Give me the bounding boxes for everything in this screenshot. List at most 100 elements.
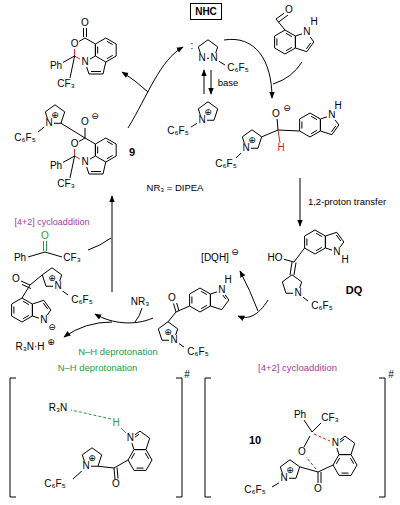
transition-state-panel: N–H deprotonation: [5, 360, 190, 500]
atom-label: N: [293, 288, 302, 298]
reaction-arrows: [128, 47, 183, 128]
compound-number: DQ: [345, 285, 364, 296]
structure-bonds: [168, 284, 226, 347]
reaction-arrows: [224, 39, 272, 98]
reaction-arrows: [122, 72, 148, 92]
atom-label: HO: [267, 253, 284, 263]
atom-label: C₆F₅: [214, 159, 237, 169]
atom-label: H: [223, 275, 232, 285]
node-label: NHC: [195, 6, 217, 17]
atom-label: N: [279, 473, 288, 483]
atom-label: H: [309, 17, 318, 27]
atom-label: C₆F₅: [243, 485, 266, 495]
atom-label: N: [80, 57, 89, 67]
atom-label: Ph: [49, 161, 63, 171]
annotation: base: [217, 78, 240, 88]
atom-label: O: [80, 117, 90, 127]
atom-label: C₆F₅: [43, 479, 66, 489]
atom-label: O: [11, 274, 21, 284]
atom-label: C₆F₅: [13, 133, 36, 143]
atom-label: C₆F₅: [186, 347, 209, 357]
atom-label: CF₃: [320, 413, 339, 423]
transition-state-drawings: [10, 378, 182, 497]
transition-state-drawings: [10, 378, 385, 497]
node-label: N–H deprotonation: [5, 360, 190, 373]
atom-label: Ph: [13, 253, 27, 263]
atom-label: N: [169, 335, 178, 345]
atom-label: CF₃: [62, 253, 81, 263]
reaction-arrows: [135, 308, 142, 322]
transition-state-drawings: [73, 460, 128, 479]
structure-bonds: [21, 275, 68, 298]
atom-label: C₆F₅: [310, 301, 333, 311]
atom-label: C₆F₅: [166, 126, 189, 136]
reaction-arrows: [64, 39, 302, 337]
atom-label: N: [44, 118, 53, 128]
transition-state-drawings: [71, 410, 111, 419]
atom-label: N: [126, 433, 135, 443]
atom-label: N: [80, 157, 89, 167]
atom-label: CF₃: [56, 79, 75, 89]
reaction-arrows: [211, 70, 212, 94]
structure-bonds: [12, 11, 344, 347]
structure-bonds: [75, 38, 117, 74]
reaction-arrows: [64, 322, 112, 337]
reaction-arrows: [273, 62, 302, 84]
charge-sign: ⊕: [46, 338, 56, 347]
atom-label: N: [197, 115, 206, 125]
atom-label: [DQH]: [200, 253, 230, 263]
atom-label: H: [111, 418, 120, 428]
atom-label: O: [167, 293, 177, 303]
charge-sign: ⊖: [90, 112, 100, 121]
structure-bonds: [75, 138, 117, 174]
atom-label: N: [327, 110, 336, 120]
atom-label: N: [81, 461, 90, 471]
structure-bonds: [44, 241, 47, 251]
reaction-arrows: [240, 271, 258, 311]
step-label: N–H deprotonation: [77, 347, 159, 357]
atom-label: R₃N: [48, 403, 69, 413]
atom-label: :: [190, 41, 195, 51]
atom-label: R₃N·H: [14, 342, 45, 352]
atom-label: #: [183, 370, 191, 380]
compound-number: 9: [128, 147, 136, 158]
atom-label: O: [70, 39, 80, 49]
structure-bonds: [278, 130, 280, 143]
structure-bonds: [62, 28, 87, 78]
reaction-arrows: [204, 70, 205, 94]
atom-label: N: [217, 285, 226, 295]
annotation: 1,2-proton transfer: [307, 197, 387, 207]
transition-state-drawings: [205, 378, 385, 497]
reaction-arrows: [300, 178, 301, 226]
atom-label: N: [209, 53, 218, 63]
atom-label: N: [241, 143, 250, 153]
atom-label: O: [80, 18, 90, 28]
charge-sign: ⊖: [47, 323, 57, 332]
atom-label: O: [297, 447, 307, 457]
node-label: [4+2] cycloaddition: [200, 360, 395, 373]
annotation: NR₃ = DIPEA: [146, 183, 205, 193]
structure-bonds: [38, 123, 85, 178]
atom-label: O: [111, 479, 121, 489]
atom-label: O: [313, 484, 323, 494]
atom-label: NR₃: [130, 297, 151, 307]
atom-label: C₆F₅: [226, 63, 249, 73]
atom-label: Ph: [49, 61, 63, 71]
reaction-arrows: [88, 238, 111, 250]
atom-label: N: [302, 27, 311, 37]
atom-label: N: [197, 53, 206, 63]
atom-label: N: [53, 281, 62, 291]
atom-label: Ph: [293, 410, 307, 420]
catalyst-box: NHC: [190, 3, 222, 20]
atom-label: CF₃: [56, 179, 75, 189]
charge-sign: ⊖: [230, 248, 240, 257]
reaction-arrows: [112, 196, 113, 292]
atom-label: H: [276, 143, 285, 153]
structure-bonds: [236, 109, 336, 158]
charge-sign: ⊖: [282, 104, 292, 113]
atom-label: O: [40, 231, 50, 241]
atom-label: O: [70, 139, 80, 149]
atom-label: O: [271, 109, 281, 119]
atom-label: H: [340, 255, 349, 265]
